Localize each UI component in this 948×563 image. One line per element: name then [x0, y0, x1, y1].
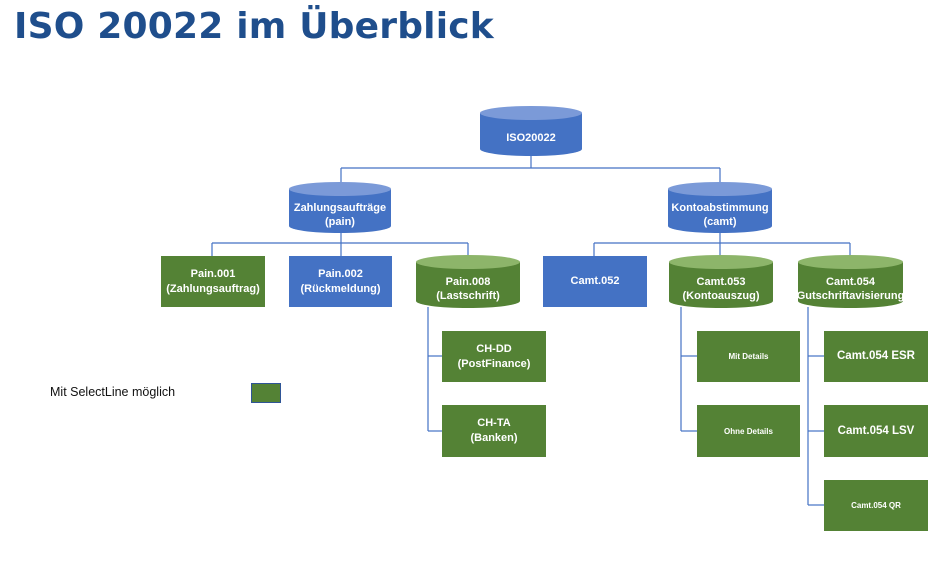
legend-swatch	[251, 383, 281, 403]
node-pain-008-label: Pain.008 (Lastschrift)	[436, 275, 500, 302]
node-zahlungsauftraege-label: Zahlungsaufträge (pain)	[293, 201, 387, 228]
node-camt-054-lsv: Camt.054 LSV	[824, 405, 928, 457]
node-camt-053-label: Camt.053 (Kontoauszug)	[682, 275, 760, 302]
node-ch-dd: CH-DD (PostFinance)	[442, 331, 546, 382]
node-pain-001: Pain.001 (Zahlungsauftrag)	[161, 256, 265, 307]
node-camt-054-label: Camt.054 (Gutschriftavisierung)	[793, 275, 908, 302]
node-pain-008: Pain.008 (Lastschrift)	[415, 254, 521, 309]
node-pain-002: Pain.002 (Rückmeldung)	[289, 256, 392, 307]
node-camt-054-qr: Camt.054 QR	[824, 480, 928, 531]
node-iso20022: ISO20022	[479, 105, 583, 157]
node-camt-054-esr: Camt.054 ESR	[824, 331, 928, 382]
page-title: ISO 20022 im Überblick	[14, 6, 494, 47]
node-ch-ta: CH-TA (Banken)	[442, 405, 546, 457]
node-camt-053: Camt.053 (Kontoauszug)	[668, 254, 774, 309]
node-ohne-details: Ohne Details	[697, 405, 800, 457]
node-kontoabstimmung-label: Kontoabstimmung (camt)	[671, 201, 769, 228]
node-mit-details: Mit Details	[697, 331, 800, 382]
legend-label: Mit SelectLine möglich	[50, 385, 176, 399]
node-camt-052: Camt.052	[543, 256, 647, 307]
node-iso20022-label: ISO20022	[506, 132, 556, 144]
node-zahlungsauftraege: Zahlungsaufträge (pain)	[288, 181, 392, 234]
node-camt-054: Camt.054 (Gutschriftavisierung)	[793, 254, 908, 309]
node-kontoabstimmung: Kontoabstimmung (camt)	[667, 181, 773, 234]
